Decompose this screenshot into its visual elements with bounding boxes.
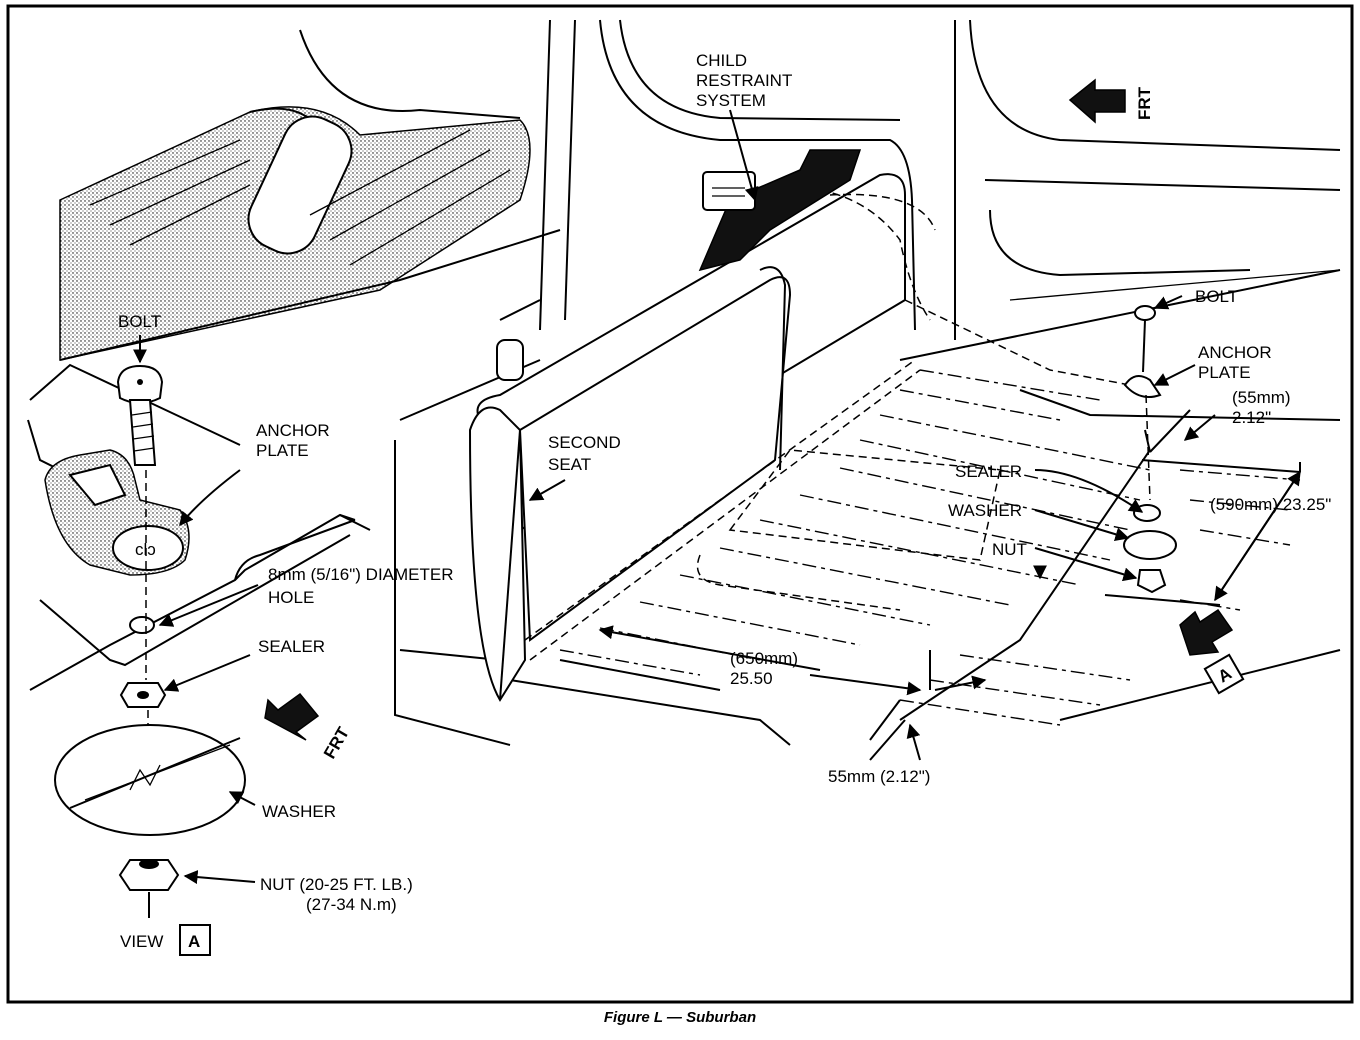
view-a-frt-label: FRT bbox=[320, 723, 353, 762]
main-front-arrow-icon bbox=[1068, 78, 1126, 124]
main-nut bbox=[1136, 569, 1167, 594]
rear-anchor-hardware bbox=[528, 109, 1301, 761]
main-sealer-label: SEALER bbox=[955, 462, 1022, 481]
main-anchor-plate-label-2: PLATE bbox=[1198, 363, 1251, 382]
view-a-hole bbox=[129, 616, 155, 634]
vehicle-interior bbox=[59, 19, 1341, 746]
view-a-anchor-plate-label-1: ANCHOR bbox=[256, 421, 330, 440]
view-a-nut-label-2: (27-34 N.m) bbox=[306, 895, 397, 914]
dim-55-top-label-1: (55mm) bbox=[1232, 388, 1291, 407]
view-a-anchor-plate-label-2: PLATE bbox=[256, 441, 309, 460]
view-a-view-label: VIEW bbox=[120, 932, 163, 951]
main-nut-label: NUT bbox=[992, 540, 1027, 559]
figure-caption: Figure L — Suburban bbox=[604, 1009, 756, 1026]
main-anchor-plate bbox=[1123, 375, 1162, 398]
main-bolt-head bbox=[1134, 305, 1156, 321]
view-a-nut bbox=[118, 859, 180, 891]
view-a-bolt-label: BOLT bbox=[118, 312, 161, 331]
main-washer-label: WASHER bbox=[948, 501, 1022, 520]
dim-55-bottom-label: 55mm (2.12") bbox=[828, 767, 930, 786]
view-a-hole-label-1: 8mm (5/16") DIAMETER bbox=[268, 565, 454, 584]
floor-ribs bbox=[559, 369, 1301, 726]
main-bolt-label: BOLT bbox=[1195, 287, 1238, 306]
dim-590-label: (590mm) 23.25" bbox=[1210, 495, 1331, 514]
view-a-arrow-icon bbox=[1179, 608, 1234, 656]
child-restraint-label-3: SYSTEM bbox=[696, 91, 766, 110]
second-seat-label-2: SEAT bbox=[548, 455, 591, 474]
view-a-sealer-label: SEALER bbox=[258, 637, 325, 656]
view-a-letter-box bbox=[179, 924, 211, 956]
second-seat-label-1: SECOND bbox=[548, 433, 621, 452]
main-anchor-plate-label-1: ANCHOR bbox=[1198, 343, 1272, 362]
figure-border bbox=[6, 4, 1354, 1004]
view-a-detail: clɔ bbox=[27, 335, 371, 918]
main-view-a-box bbox=[1203, 653, 1245, 695]
view-a-hole-label-2: HOLE bbox=[268, 588, 314, 607]
view-a-front-arrow-icon bbox=[264, 692, 320, 741]
dim-650-label-2: 25.50 bbox=[730, 669, 773, 688]
view-a-nut-label-1: NUT (20-25 FT. LB.) bbox=[260, 875, 413, 894]
main-sealer bbox=[1133, 504, 1161, 522]
view-a-washer bbox=[54, 724, 246, 836]
dim-650-label-1: (650mm) bbox=[730, 649, 798, 668]
second-seat bbox=[468, 149, 1131, 702]
view-a-letter: A bbox=[188, 932, 200, 951]
dim-55-top-label-2: 2.12" bbox=[1232, 408, 1271, 427]
view-a-washer-label: WASHER bbox=[262, 802, 336, 821]
child-restraint-label-1: CHILD bbox=[696, 51, 747, 70]
child-restraint-label-2: RESTRAINT bbox=[696, 71, 792, 90]
main-washer bbox=[1123, 530, 1177, 560]
main-frt-label: FRT bbox=[1135, 86, 1154, 120]
